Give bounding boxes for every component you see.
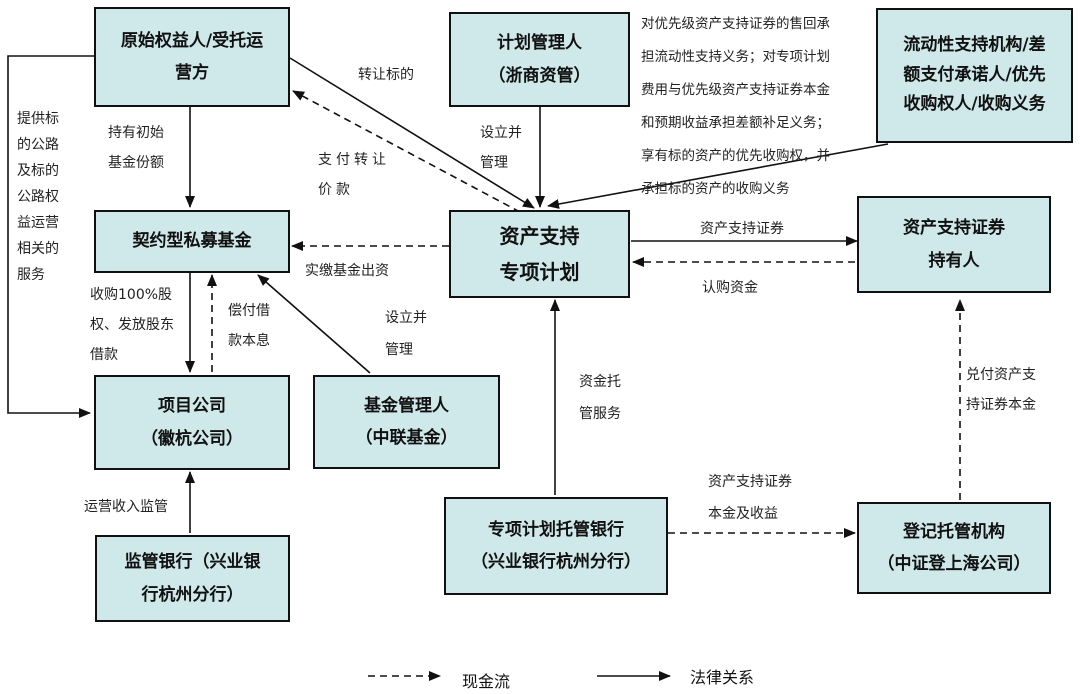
arrow-transfer bbox=[289, 57, 535, 209]
arrow-liquidity bbox=[547, 143, 889, 209]
label-pay-transfer: 支付转让 价款 bbox=[318, 152, 390, 198]
arrow-originator-to-project bbox=[7, 55, 94, 418]
custodian-line2: （兴业银行杭州分行） bbox=[471, 552, 641, 572]
arrow-fund-manager bbox=[257, 274, 371, 374]
originator-line2: 营方 bbox=[175, 63, 209, 83]
custodian-box: 专项计划托管银行 （兴业银行杭州分行） bbox=[444, 497, 668, 595]
registry-line2: （中证登上海公司） bbox=[877, 554, 1031, 574]
liquidity-line1: 流动性支持机构/差 bbox=[903, 34, 1046, 55]
label-paid-in: 实缴基金出资 bbox=[305, 263, 389, 279]
fund-manager-line2: （中联基金） bbox=[355, 428, 458, 448]
arrow-pay-transfer bbox=[292, 90, 521, 213]
label-custody-service: 资金托 管服务 bbox=[579, 374, 621, 422]
holders-box: 资产支持证券 持有人 bbox=[857, 196, 1051, 293]
custodian-line1: 专项计划托管银行 bbox=[488, 519, 624, 540]
label-repay: 偿付借 款本息 bbox=[228, 303, 270, 349]
fund-line1: 契约型私募基金 bbox=[132, 231, 252, 252]
label-redeem: 兑付资产支 持证券本金 bbox=[966, 367, 1036, 413]
holders-line1: 资产支持证券 bbox=[903, 218, 1005, 239]
liquidity-line2: 额支付承诺人/优先 bbox=[903, 64, 1046, 85]
liquidity-box: 流动性支持机构/差 额支付承诺人/优先 收购权人/收购义务 bbox=[876, 8, 1073, 143]
registry-line1: 登记托管机构 bbox=[903, 521, 1005, 542]
originator-line1: 原始权益人/受托运 bbox=[120, 30, 264, 51]
legend-legal: 法律关系 bbox=[690, 668, 755, 687]
label-principal-income: 资产支持证券 本金及收益 bbox=[708, 474, 792, 522]
label-establish-manage-2: 设立并 管理 bbox=[385, 310, 427, 358]
abs-plan-line1: 资产支持 bbox=[499, 224, 580, 248]
project-company-line2: （徽杭公司） bbox=[141, 428, 243, 449]
label-liquidity-duties: 对优先级资产支持证券的售回承 担流动性支持义务；对专项计划 费用与优先级资产支持… bbox=[641, 16, 830, 197]
liquidity-line3: 收购权人/收购义务 bbox=[903, 94, 1046, 115]
abs-plan-box: 资产支持 专项计划 bbox=[449, 210, 630, 298]
holders-line2: 持有人 bbox=[928, 250, 980, 271]
plan-manager-line1: 计划管理人 bbox=[497, 33, 582, 54]
fund-box: 契约型私募基金 bbox=[94, 210, 290, 273]
fund-manager-line1: 基金管理人 bbox=[364, 395, 449, 416]
plan-manager-box: 计划管理人 （浙商资管） bbox=[449, 12, 630, 107]
label-subscription: 认购资金 bbox=[702, 280, 758, 296]
originator-box: 原始权益人/受托运 营方 bbox=[94, 7, 290, 107]
abs-plan-line2: 专项计划 bbox=[499, 260, 580, 284]
fund-manager-box: 基金管理人 （中联基金） bbox=[313, 375, 500, 469]
label-provide: 提供标 的公路 及标的 公路权 益运营 相关的 服务 bbox=[17, 111, 59, 283]
label-transfer: 转让标的 bbox=[358, 67, 414, 83]
label-hold-initial: 持有初始 基金份额 bbox=[108, 125, 164, 171]
label-acquire: 收购100%股 权、发放股东 借款 bbox=[90, 287, 174, 363]
registry-box: 登记托管机构 （中证登上海公司） bbox=[857, 502, 1051, 594]
supervisor-line1: 监管银行（兴业银 bbox=[124, 552, 261, 573]
plan-manager-line2: （浙商资管） bbox=[488, 65, 591, 86]
label-establish-manage-1: 设立并 管理 bbox=[480, 125, 522, 171]
label-revenue-supervise: 运营收入监管 bbox=[84, 499, 168, 515]
project-company-line1: 项目公司 bbox=[158, 396, 226, 417]
legend-cash-flow: 现金流 bbox=[462, 672, 511, 691]
label-securities: 资产支持证券 bbox=[700, 221, 784, 237]
project-company-box: 项目公司 （徽杭公司） bbox=[94, 375, 290, 470]
supervisor-box: 监管银行（兴业银 行杭州分行） bbox=[95, 535, 290, 622]
supervisor-line2: 行杭州分行） bbox=[141, 584, 244, 605]
